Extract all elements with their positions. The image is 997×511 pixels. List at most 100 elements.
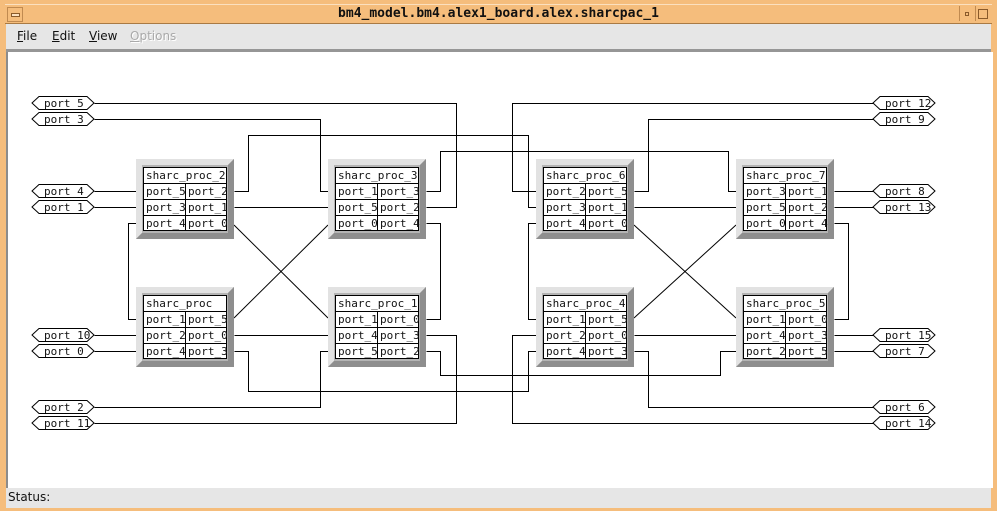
menu-file-label: ile: [23, 29, 38, 43]
processor-port[interactable]: port_4: [546, 345, 586, 358]
external-port-port-12[interactable]: port_12: [872, 96, 936, 111]
processor-port[interactable]: port_5: [146, 185, 186, 198]
external-port-port-7[interactable]: port_7: [872, 344, 936, 359]
menu-view[interactable]: View: [89, 29, 117, 43]
port-connector-shape: [872, 344, 936, 358]
processor-port[interactable]: port_2: [146, 329, 186, 342]
processor-port[interactable]: port_4: [380, 217, 420, 230]
processor-port[interactable]: port_4: [146, 217, 186, 230]
processor-port[interactable]: port_2: [380, 345, 420, 358]
minimize-button[interactable]: [959, 6, 974, 21]
menu-edit-label: dit: [59, 29, 76, 43]
maximize-button[interactable]: [975, 6, 990, 21]
port-connector-shape: [872, 96, 936, 110]
processor-port[interactable]: port_0: [588, 217, 628, 230]
processor-port[interactable]: port_3: [788, 329, 828, 342]
port-label: port_12: [885, 97, 931, 110]
processor-port[interactable]: port_5: [588, 313, 628, 326]
port-label: port_3: [44, 113, 84, 126]
processor-port[interactable]: port_4: [338, 329, 378, 342]
window-menu-button[interactable]: [7, 7, 23, 22]
processor-name: sharc_proc_6: [546, 169, 625, 182]
processor-port[interactable]: port_2: [188, 185, 228, 198]
processor-port[interactable]: port_0: [746, 217, 786, 230]
processor-port[interactable]: port_1: [788, 185, 828, 198]
processor-port[interactable]: port_0: [588, 329, 628, 342]
processor-port[interactable]: port_0: [188, 217, 228, 230]
external-port-port-8[interactable]: port_8: [872, 184, 936, 199]
external-port-port-1[interactable]: port_1: [31, 200, 95, 215]
processor-port[interactable]: port_0: [380, 313, 420, 326]
processor-port[interactable]: port_1: [588, 201, 628, 214]
processor-port[interactable]: port_0: [188, 329, 228, 342]
menu-edit[interactable]: Edit: [52, 29, 75, 43]
port-connector-shape: [31, 112, 95, 126]
processor-port[interactable]: port_5: [338, 201, 378, 214]
external-port-port-13[interactable]: port_13: [872, 200, 936, 215]
port-connector-shape: [872, 200, 936, 214]
processor-port[interactable]: port_4: [146, 345, 186, 358]
processor-port[interactable]: port_1: [746, 313, 786, 326]
processor-port[interactable]: port_2: [380, 201, 420, 214]
processor-port[interactable]: port_5: [746, 201, 786, 214]
processor-port[interactable]: port_2: [788, 201, 828, 214]
external-port-port-11[interactable]: port_11: [31, 416, 95, 431]
processor-port[interactable]: port_5: [788, 345, 828, 358]
processor-port[interactable]: port_4: [546, 217, 586, 230]
wire: [512, 335, 874, 424]
external-port-port-14[interactable]: port_14: [872, 416, 936, 431]
processor-port[interactable]: port_0: [338, 217, 378, 230]
external-port-port-4[interactable]: port_4: [31, 184, 95, 199]
processor-port[interactable]: port_3: [380, 185, 420, 198]
external-ports: port_5port_3port_4port_1port_10port_0por…: [31, 96, 936, 431]
external-port-port-0[interactable]: port_0: [31, 344, 95, 359]
wire: [528, 223, 537, 320]
external-port-port-9[interactable]: port_9: [872, 112, 936, 127]
external-port-port-5[interactable]: port_5: [31, 96, 95, 111]
processor-port[interactable]: port_3: [746, 185, 786, 198]
processor-port[interactable]: port_1: [188, 201, 228, 214]
external-port-port-2[interactable]: port_2: [31, 400, 95, 415]
block-diagram[interactable]: port_5port_3port_4port_1port_10port_0por…: [8, 52, 991, 488]
processor-port[interactable]: port_2: [546, 329, 586, 342]
title-bar[interactable]: bm4_model.bm4.alex1_board.alex.sharcpac_…: [5, 4, 992, 24]
processor-port[interactable]: port_3: [546, 201, 586, 214]
processor-port[interactable]: port_5: [188, 313, 228, 326]
port-label: port_10: [44, 329, 90, 342]
menu-options-mnemonic: O: [130, 29, 140, 43]
processor-port[interactable]: port_1: [146, 313, 186, 326]
processor-port[interactable]: port_1: [546, 313, 586, 326]
external-port-port-10[interactable]: port_10: [31, 328, 95, 343]
processor-port[interactable]: port_4: [746, 329, 786, 342]
processor-port[interactable]: port_5: [338, 345, 378, 358]
wire: [426, 351, 737, 376]
external-port-port-3[interactable]: port_3: [31, 112, 95, 127]
menu-file[interactable]: File: [17, 29, 37, 43]
processor-port[interactable]: port_2: [746, 345, 786, 358]
port-label: port_15: [885, 329, 931, 342]
processor-port[interactable]: port_0: [788, 313, 828, 326]
external-port-port-15[interactable]: port_15: [872, 328, 936, 343]
processor-port[interactable]: port_3: [380, 329, 420, 342]
processor-port[interactable]: port_3: [588, 345, 628, 358]
processor-port[interactable]: port_1: [338, 185, 378, 198]
processor-port[interactable]: port_1: [338, 313, 378, 326]
processor-port[interactable]: port_4: [788, 217, 828, 230]
processor-port[interactable]: port_5: [588, 185, 628, 198]
processor-name: sharc_proc_2: [146, 169, 225, 182]
port-label: port_0: [44, 345, 84, 358]
external-port-port-6[interactable]: port_6: [872, 400, 936, 415]
processor-port[interactable]: port_3: [146, 201, 186, 214]
processor-port[interactable]: port_3: [188, 345, 228, 358]
port-connector-shape: [872, 184, 936, 198]
processor-port[interactable]: port_2: [546, 185, 586, 198]
